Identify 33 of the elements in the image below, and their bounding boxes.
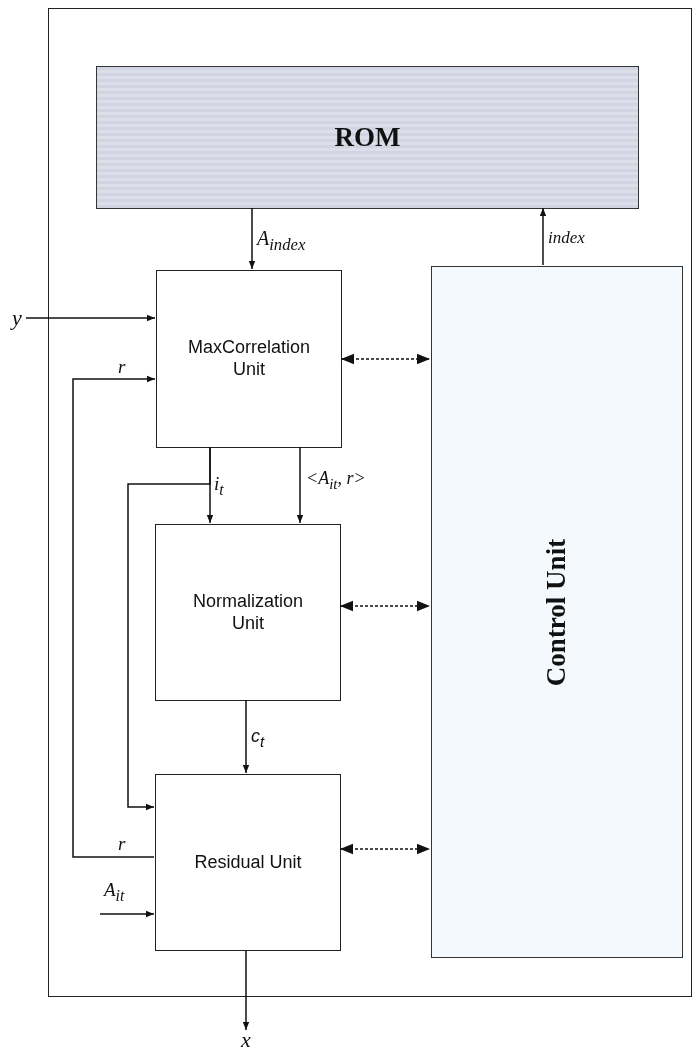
signal-arrow <box>242 949 250 1031</box>
signal-arrow <box>99 910 155 918</box>
signal-arrow <box>127 446 211 811</box>
system-frame <box>48 8 692 997</box>
signal-arrow <box>25 314 156 322</box>
memory-block <box>96 66 639 209</box>
process-box <box>155 524 341 701</box>
edge-label: r <box>118 834 126 853</box>
signal-arrow <box>72 375 156 858</box>
edge-label: <A$_{it}$, r> <box>306 469 366 492</box>
signal-label: x <box>241 1029 251 1051</box>
signal-arrow <box>248 207 256 270</box>
unit-name: MaxCorrelation Unit <box>186 337 311 381</box>
process-box <box>156 270 342 448</box>
block-title: Control Unit <box>541 538 573 686</box>
edge-label: i$_{t}$ <box>214 474 224 498</box>
control-link-arrow <box>339 600 431 612</box>
edge-label: A$_{index}$ <box>257 228 306 254</box>
signal-label: y <box>12 307 22 329</box>
unit-name: Normalization Unit <box>191 590 304 635</box>
control-link-arrow <box>340 353 431 365</box>
edge-label: A$_{it}$ <box>104 880 125 904</box>
unit-name: Residual Unit <box>193 851 303 874</box>
signal-arrow <box>539 207 547 266</box>
signal-arrow <box>242 699 250 774</box>
signal-arrow <box>296 446 304 524</box>
edge-label: c$_{t}$ <box>251 727 265 749</box>
block-title: ROM <box>334 122 401 153</box>
process-box <box>155 774 341 951</box>
control-link-arrow <box>339 843 431 855</box>
edge-label: index <box>548 229 585 246</box>
control-block <box>431 266 683 958</box>
signal-label: r <box>118 357 126 376</box>
